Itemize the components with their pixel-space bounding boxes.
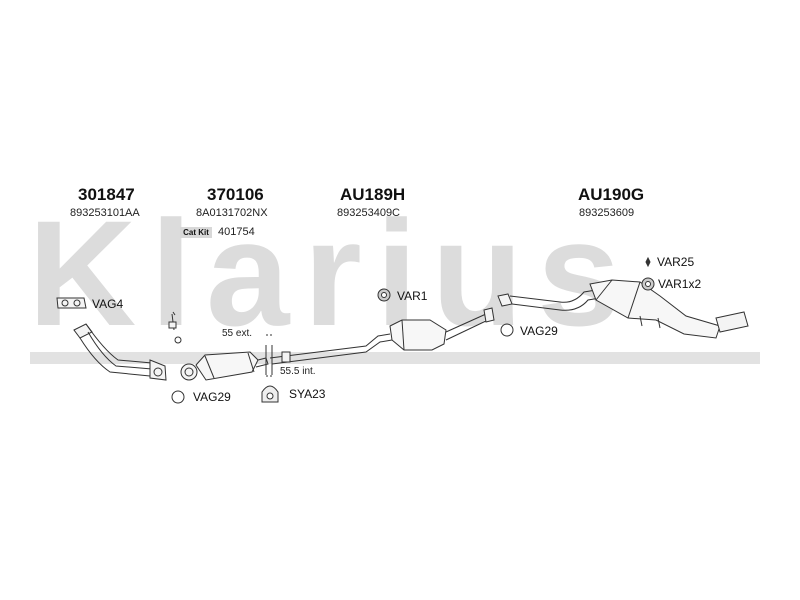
- part-number-1: 301847: [78, 185, 135, 204]
- part-number-3: AU189H: [340, 185, 406, 204]
- label-ext-dimension: 55 ext.: [222, 328, 253, 339]
- label-var25: VAR25: [657, 255, 695, 269]
- part-number-2: 370106: [207, 185, 264, 204]
- label-int-dimension: 55.5 int.: [280, 366, 316, 377]
- var1-rubber-icon: [377, 288, 391, 302]
- front-downpipe-icon: [73, 323, 167, 381]
- cat-kit-badge: Cat Kit: [180, 227, 212, 238]
- intermediate-pipe-icon: [269, 333, 393, 365]
- label-var1: VAR1: [397, 289, 428, 303]
- oe-number-1: 893253101AA: [70, 207, 140, 219]
- middle-silencer-icon: [389, 307, 495, 351]
- part-number-4: AU190G: [578, 185, 645, 204]
- label-vag29-right: VAG29: [520, 324, 558, 338]
- dimension-markers: [265, 334, 273, 377]
- vag29-ring-icon-right: [500, 323, 514, 337]
- label-var1x2: VAR1x2: [658, 277, 702, 291]
- vag4-gasket-icon: [56, 297, 87, 309]
- oe-number-3: 893253409C: [337, 207, 401, 219]
- label-vag4: VAG4: [92, 297, 124, 311]
- var25-hanger-icon: [645, 256, 651, 268]
- var1x2-rubber-icon: [641, 277, 655, 291]
- brand-watermark: Klarius: [28, 189, 635, 357]
- label-vag29-left: VAG29: [193, 390, 231, 404]
- lambda-sensor-icon: [168, 311, 182, 344]
- cat-kit-number: 401754: [218, 226, 255, 238]
- vag29-ring-icon: [171, 390, 185, 404]
- oe-number-2: 8A0131702NX: [196, 207, 268, 219]
- oe-number-4: 893253609: [579, 207, 635, 219]
- rear-silencer-icon: [497, 279, 749, 339]
- catalytic-converter-icon: [180, 351, 269, 381]
- sya23-clamp-icon: [261, 385, 279, 403]
- label-sya23: SYA23: [289, 387, 326, 401]
